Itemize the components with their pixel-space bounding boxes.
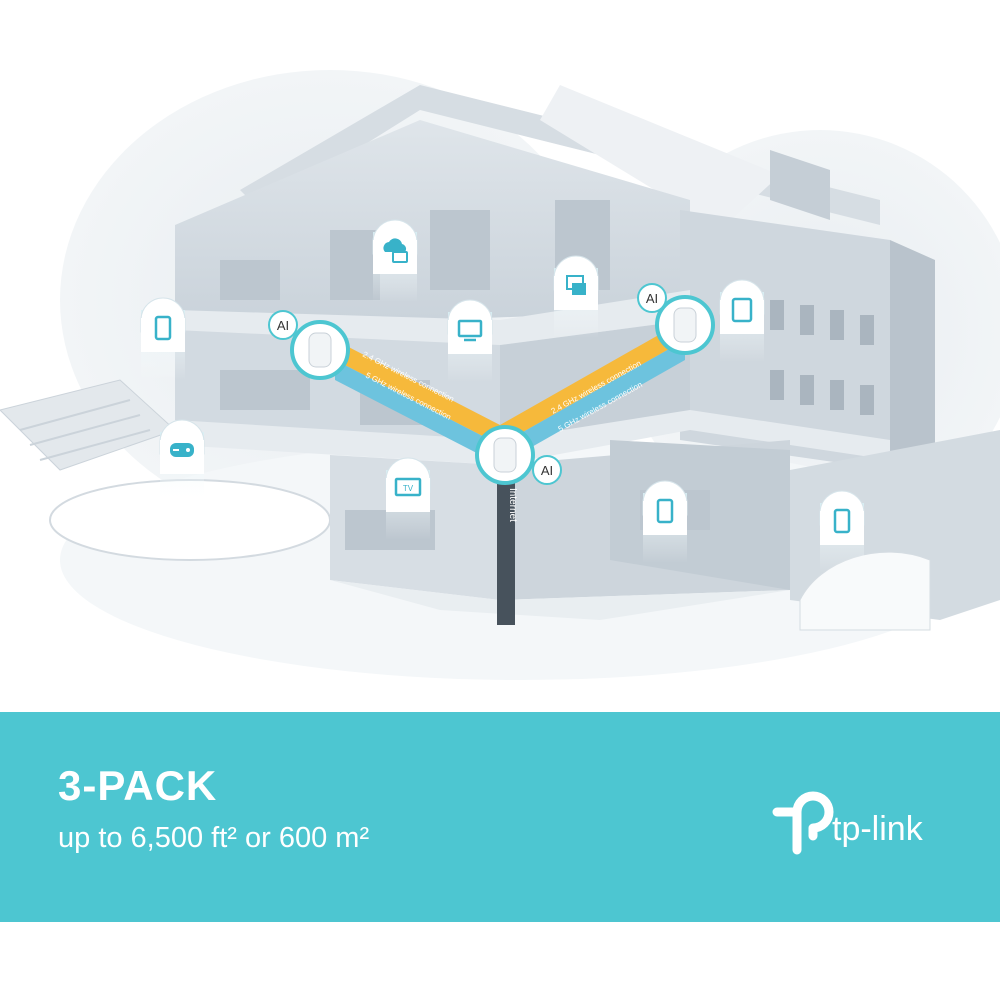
pack-title: 3-PACK: [58, 762, 218, 809]
promo-banner: [0, 712, 1000, 922]
svg-text:AI: AI: [646, 291, 658, 306]
photos-icon: [553, 255, 599, 338]
mesh-node-center: AI: [475, 425, 562, 485]
gamepad-icon: [159, 419, 205, 502]
phone-icon: [140, 297, 186, 380]
svg-text:AI: AI: [541, 463, 553, 478]
tp-link-mark-icon: [772, 791, 834, 855]
mesh-node-left: AI: [268, 310, 350, 380]
internet-label: Internet: [507, 488, 518, 522]
coverage-subtitle: up to 6,500 ft² or 600 m²: [58, 822, 370, 854]
phone-icon: [642, 480, 688, 563]
tv-label: TV: [403, 484, 414, 493]
internet-cable: Internet: [497, 475, 518, 625]
phone-icon: [819, 490, 865, 573]
mesh-house-illustration: TV Internet 2.4 GHz wireless connection …: [0, 70, 1000, 680]
ai-badge: [532, 455, 562, 485]
ai-badge: [268, 310, 298, 340]
cloud-folder-icon: [372, 219, 418, 302]
ai-badge: [637, 283, 667, 313]
device-icons: TV: [140, 219, 865, 573]
brand-name: tp-link: [832, 810, 923, 848]
patio: [0, 379, 331, 561]
bottom-margin: [0, 922, 1000, 1000]
tp-link-logo: [772, 791, 834, 855]
svg-text:AI: AI: [277, 318, 289, 333]
mesh-node-right: AI: [637, 283, 715, 355]
tablet-icon: [719, 279, 765, 362]
tv-icon: TV: [385, 457, 431, 540]
computer-icon: [447, 299, 493, 382]
